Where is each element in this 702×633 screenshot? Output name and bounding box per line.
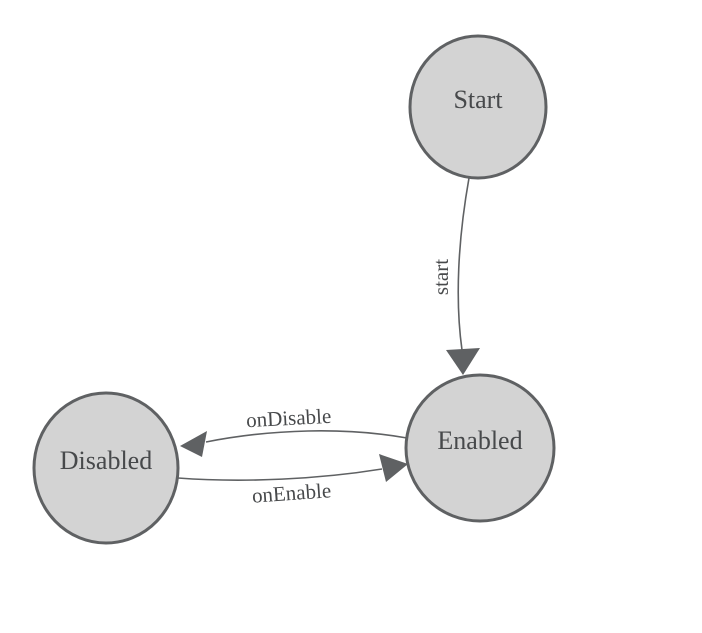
state-node-enabled: Enabled: [404, 373, 556, 523]
state-node-enabled-circle: [404, 373, 556, 523]
edge-onenable-arrowhead-icon: [379, 454, 408, 482]
edge-onenable: onEnable: [177, 454, 408, 508]
edge-ondisable: onDisable: [180, 404, 408, 457]
edge-ondisable-line: [205, 430, 408, 443]
edge-onenable-label: onEnable: [251, 478, 332, 507]
edge-onenable-line: [177, 468, 383, 481]
edge-ondisable-label: onDisable: [245, 404, 331, 432]
state-node-disabled-circle: [32, 391, 180, 545]
edge-ondisable-arrowhead-icon: [180, 431, 207, 457]
edge-start-label: start: [429, 259, 453, 295]
edge-start-arrowhead-icon: [446, 348, 480, 375]
state-node-disabled: Disabled: [32, 391, 180, 545]
state-node-enabled-label: Enabled: [437, 426, 522, 455]
edge-start-to-enabled: start: [429, 177, 480, 375]
state-node-start: Start: [408, 34, 548, 180]
state-node-disabled-label: Disabled: [60, 446, 152, 475]
edge-start-line: [457, 177, 470, 351]
state-node-start-circle: [408, 34, 548, 180]
state-node-start-label: Start: [453, 85, 503, 114]
